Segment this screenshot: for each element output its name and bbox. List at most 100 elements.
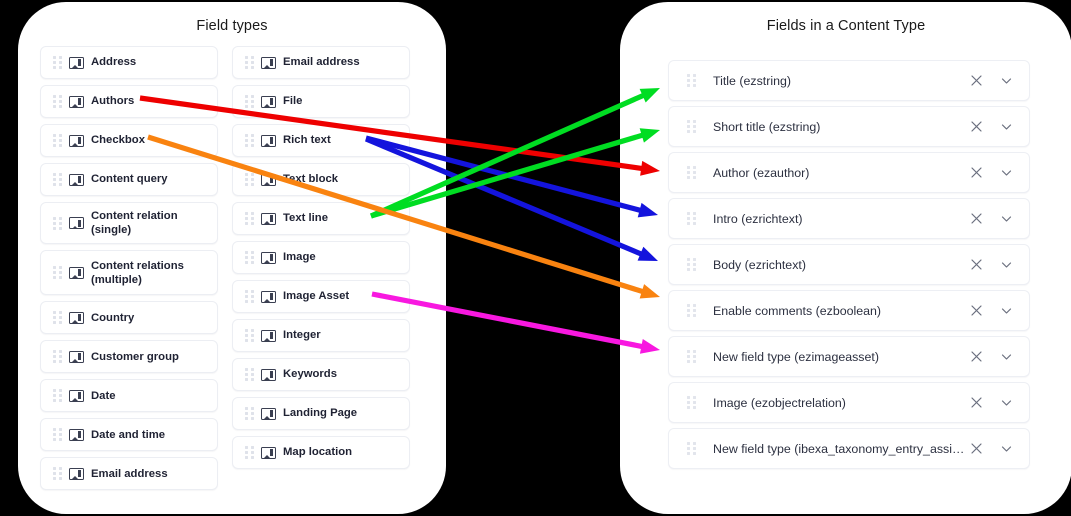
chevron-down-icon[interactable]	[995, 300, 1017, 322]
drag-handle-icon[interactable]	[243, 250, 255, 265]
close-icon[interactable]	[965, 116, 987, 138]
drag-handle-icon[interactable]	[51, 388, 63, 403]
drag-handle-icon[interactable]	[51, 427, 63, 442]
content-field-row[interactable]: Short title (ezstring)	[668, 106, 1030, 147]
field-type-item[interactable]: Email address	[232, 46, 410, 79]
field-type-item[interactable]: Date and time	[40, 418, 218, 452]
field-type-item[interactable]: Image Asset	[232, 280, 410, 313]
content-field-label: Image (ezobjectrelation)	[713, 395, 846, 410]
drag-handle-icon[interactable]	[51, 265, 63, 280]
chevron-down-icon[interactable]	[995, 70, 1017, 92]
field-type-icon	[261, 446, 276, 459]
field-type-item[interactable]: Date	[40, 379, 218, 413]
content-field-row[interactable]: Title (ezstring)	[668, 60, 1030, 101]
drag-handle-icon[interactable]	[243, 328, 255, 343]
drag-handle-icon[interactable]	[685, 349, 697, 364]
close-icon[interactable]	[965, 162, 987, 184]
close-icon[interactable]	[965, 392, 987, 414]
drag-handle-icon[interactable]	[243, 133, 255, 148]
field-type-item[interactable]: Content relation (single)	[40, 202, 218, 245]
field-type-label: Keywords	[283, 368, 337, 381]
chevron-down-icon[interactable]	[995, 162, 1017, 184]
drag-handle-icon[interactable]	[243, 55, 255, 70]
field-type-item[interactable]: Rich text	[232, 124, 410, 157]
content-field-label: Author (ezauthor)	[713, 165, 810, 180]
content-field-row[interactable]: New field type (ibexa_taxonomy_entry_ass…	[668, 428, 1030, 469]
drag-handle-icon[interactable]	[685, 303, 697, 318]
drag-handle-icon[interactable]	[51, 133, 63, 148]
chevron-down-icon[interactable]	[995, 392, 1017, 414]
drag-handle-icon[interactable]	[243, 289, 255, 304]
drag-handle-icon[interactable]	[243, 172, 255, 187]
field-type-label: Email address	[91, 467, 168, 480]
field-type-item[interactable]: Authors	[40, 85, 218, 118]
drag-handle-icon[interactable]	[51, 310, 63, 325]
close-icon[interactable]	[965, 70, 987, 92]
field-type-item[interactable]: Content query	[40, 163, 218, 196]
drag-handle-icon[interactable]	[243, 445, 255, 460]
chevron-down-icon[interactable]	[995, 208, 1017, 230]
content-field-row[interactable]: Author (ezauthor)	[668, 152, 1030, 193]
field-type-item[interactable]: Checkbox	[40, 124, 218, 157]
close-icon[interactable]	[965, 208, 987, 230]
field-type-label: Rich text	[283, 134, 331, 147]
drag-handle-icon[interactable]	[51, 172, 63, 187]
field-type-item[interactable]: Map location	[232, 436, 410, 469]
content-field-row[interactable]: Intro (ezrichtext)	[668, 198, 1030, 239]
field-type-item[interactable]: Address	[40, 46, 218, 79]
field-type-item[interactable]: Text block	[232, 163, 410, 196]
drag-handle-icon[interactable]	[685, 257, 697, 272]
field-type-item[interactable]: Image	[232, 241, 410, 274]
content-field-row[interactable]: Image (ezobjectrelation)	[668, 382, 1030, 423]
content-field-row[interactable]: New field type (ezimageasset)	[668, 336, 1030, 377]
drag-handle-icon[interactable]	[51, 349, 63, 364]
close-icon[interactable]	[965, 346, 987, 368]
drag-handle-icon[interactable]	[51, 466, 63, 481]
content-type-fields-list: Title (ezstring) Short title (ezstring) Au…	[668, 60, 1030, 469]
content-field-label: Title (ezstring)	[713, 73, 792, 88]
field-type-label: Customer group	[91, 350, 179, 363]
close-icon[interactable]	[965, 438, 987, 460]
drag-handle-icon[interactable]	[685, 395, 697, 410]
field-type-label: Email address	[283, 56, 360, 69]
close-icon[interactable]	[965, 300, 987, 322]
chevron-down-icon[interactable]	[995, 116, 1017, 138]
field-type-label: Authors	[91, 95, 135, 108]
drag-handle-icon[interactable]	[243, 406, 255, 421]
drag-handle-icon[interactable]	[51, 94, 63, 109]
drag-handle-icon[interactable]	[51, 55, 63, 70]
field-type-item[interactable]: Keywords	[232, 358, 410, 391]
field-type-icon	[69, 428, 84, 441]
content-field-row[interactable]: Enable comments (ezboolean)	[668, 290, 1030, 331]
field-type-item[interactable]: Customer group	[40, 340, 218, 374]
field-type-label: Text block	[283, 173, 339, 186]
drag-handle-icon[interactable]	[685, 119, 697, 134]
field-type-icon	[69, 389, 84, 402]
drag-handle-icon[interactable]	[243, 367, 255, 382]
drag-handle-icon[interactable]	[51, 216, 63, 231]
chevron-down-icon[interactable]	[995, 438, 1017, 460]
content-field-row[interactable]: Body (ezrichtext)	[668, 244, 1030, 285]
drag-handle-icon[interactable]	[685, 165, 697, 180]
field-type-item[interactable]: Content relations(multiple)	[40, 250, 218, 296]
field-type-item[interactable]: Landing Page	[232, 397, 410, 430]
drag-handle-icon[interactable]	[685, 441, 697, 456]
chevron-down-icon[interactable]	[995, 346, 1017, 368]
field-type-item[interactable]: Text line	[232, 202, 410, 235]
drag-handle-icon[interactable]	[685, 211, 697, 226]
field-type-item[interactable]: Integer	[232, 319, 410, 352]
field-type-item[interactable]: Country	[40, 301, 218, 335]
close-icon[interactable]	[965, 254, 987, 276]
field-type-item[interactable]: File	[232, 85, 410, 118]
chevron-down-icon[interactable]	[995, 254, 1017, 276]
field-type-label: Text line	[283, 212, 328, 225]
drag-handle-icon[interactable]	[243, 94, 255, 109]
field-type-icon	[69, 217, 84, 230]
drag-handle-icon[interactable]	[685, 73, 697, 88]
content-type-fields-title: Fields in a Content Type	[766, 18, 926, 34]
field-type-item[interactable]: Email address	[40, 457, 218, 491]
drag-handle-icon[interactable]	[243, 211, 255, 226]
